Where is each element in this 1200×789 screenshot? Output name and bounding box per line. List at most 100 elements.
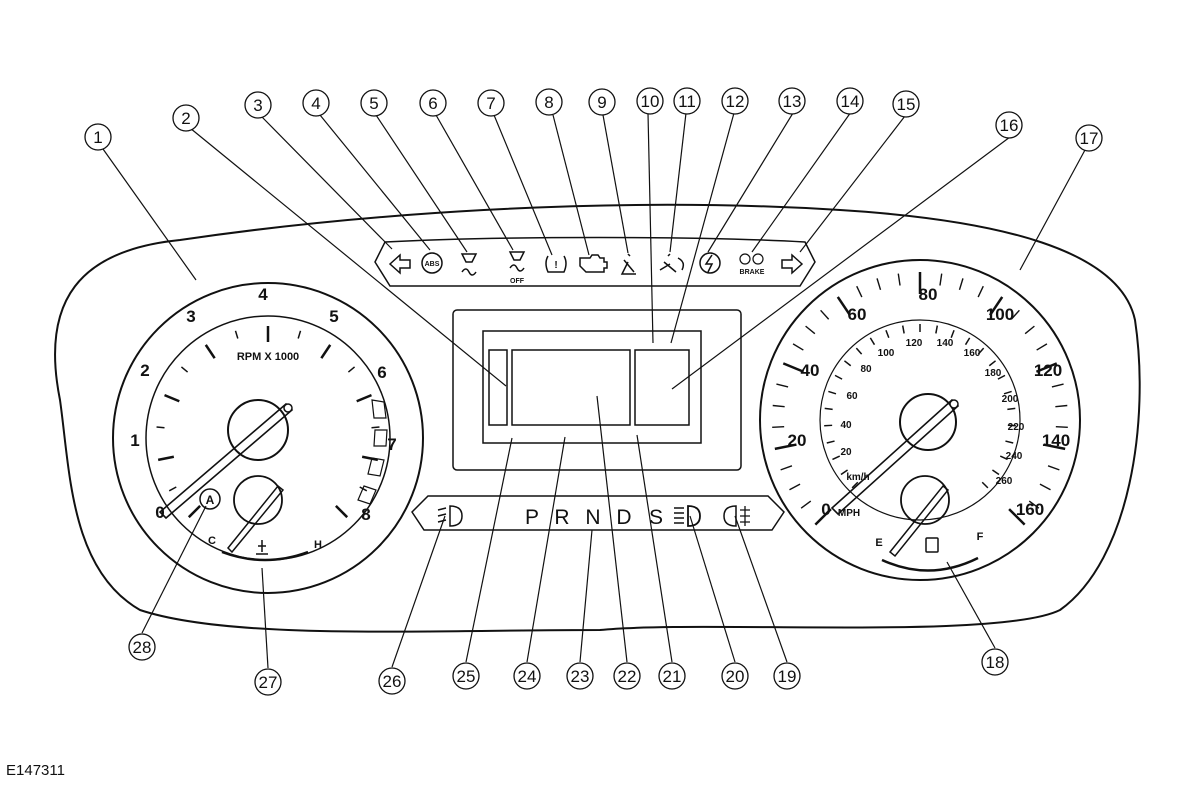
callout-number-12: 12 <box>726 92 745 111</box>
mph-label-20: 20 <box>788 431 807 450</box>
leader-lines <box>103 112 1085 668</box>
auto-start-stop-glyph: A <box>206 493 215 507</box>
speedometer-outer-ring <box>760 260 1080 580</box>
airbag-icon <box>660 254 683 272</box>
temperature-gauge: C H <box>208 476 322 560</box>
callout-number-10: 10 <box>641 92 660 111</box>
speed-tick-inner <box>886 330 889 337</box>
brake-warning-icon: BRAKE <box>740 254 765 276</box>
svg-text:!: ! <box>554 260 557 271</box>
center-display <box>453 310 741 470</box>
callout-number-15: 15 <box>897 95 916 114</box>
speed-tick-outer <box>789 484 800 490</box>
mph-label-100: 100 <box>986 305 1014 324</box>
speed-tick-outer <box>776 384 788 387</box>
engine-check-icon <box>580 255 607 272</box>
tach-tick <box>298 331 300 339</box>
tach-tick <box>371 427 379 428</box>
kmh-label-80: 80 <box>860 364 872 375</box>
kmh-label-120: 120 <box>906 338 923 349</box>
mph-unit-label: MPH <box>838 508 860 519</box>
speed-tick-outer <box>940 274 942 286</box>
speed-tick-inner <box>982 482 988 488</box>
fuel-needle <box>890 486 948 556</box>
cluster-bezel <box>55 205 1140 632</box>
speed-tick-outer <box>1025 326 1034 334</box>
callout-number-17: 17 <box>1080 129 1099 148</box>
callout-number-4: 4 <box>311 94 320 113</box>
callout-number-24: 24 <box>518 667 537 686</box>
display-left-bar <box>489 350 507 425</box>
speed-tick-outer <box>959 278 962 289</box>
fuel-gauge: E F <box>875 476 983 571</box>
tach-tick <box>321 345 330 358</box>
mph-label-0: 0 <box>821 500 830 519</box>
speed-tick-inner <box>951 330 954 337</box>
speed-tick-inner <box>835 375 842 379</box>
callout-number-23: 23 <box>571 667 590 686</box>
abs-label: ABS <box>425 261 440 268</box>
display-main-area <box>512 350 630 425</box>
speed-needle-tip <box>950 400 958 408</box>
tach-tick <box>206 345 215 358</box>
mph-label-80: 80 <box>919 285 938 304</box>
speed-tick-outer <box>877 278 880 289</box>
speed-tick-outer <box>773 405 785 406</box>
callout-number-27: 27 <box>259 673 278 692</box>
stability-control-off-icon: OFF <box>510 252 525 285</box>
tach-label-4: 4 <box>258 285 268 304</box>
tach-tick <box>169 487 176 491</box>
callout-number-9: 9 <box>597 93 606 112</box>
kmh-label-140: 140 <box>937 338 954 349</box>
headlamp-icon <box>674 506 700 526</box>
tach-tick <box>158 457 174 460</box>
tach-redline-band <box>358 400 387 504</box>
kmh-label-40: 40 <box>840 420 852 431</box>
tach-label-3: 3 <box>186 307 195 326</box>
speed-tick-inner <box>1007 408 1015 409</box>
speed-tick-inner <box>966 338 970 345</box>
stability-control-icon <box>462 254 476 275</box>
tachometer: 0 1 2 3 4 5 6 7 8 RPM X 1000 A <box>113 283 423 593</box>
speed-tick-outer <box>801 501 811 508</box>
callout-number-11: 11 <box>678 92 696 111</box>
callout-number-21: 21 <box>663 667 682 686</box>
kmh-label-100: 100 <box>878 348 895 359</box>
speed-tick-inner <box>828 391 836 393</box>
temp-needle <box>228 486 283 552</box>
speed-tick-outer <box>781 466 792 470</box>
display-right-area <box>635 350 689 425</box>
kmh-label-20: 20 <box>840 447 852 458</box>
callout-number-16: 16 <box>1000 116 1019 135</box>
tach-label-6: 6 <box>377 363 386 382</box>
figure-reference-code: E147311 <box>6 762 65 779</box>
callout-number-3: 3 <box>253 96 262 115</box>
gear-p: P <box>525 506 539 529</box>
callout-number-6: 6 <box>428 94 437 113</box>
temp-hot-label: H <box>314 539 322 551</box>
speed-tick-inner <box>992 470 999 475</box>
callout-number-18: 18 <box>986 653 1005 672</box>
tach-label-8: 8 <box>361 505 370 524</box>
speed-tick-outer <box>898 274 900 286</box>
speed-tick-outer <box>1037 344 1047 350</box>
speed-tick-inner <box>827 441 835 443</box>
callout-number-25: 25 <box>457 667 476 686</box>
tach-tick <box>235 331 237 339</box>
callout-number-5: 5 <box>369 94 378 113</box>
speed-tick-outer <box>772 427 784 428</box>
callout-number-1: 1 <box>93 128 102 147</box>
kmh-label-200: 200 <box>1002 394 1019 405</box>
speed-tick-outer <box>857 286 862 297</box>
speed-tick-outer <box>806 326 815 334</box>
callout-number-2: 2 <box>181 109 190 128</box>
fuel-empty-label: E <box>875 537 882 549</box>
display-inner-frame <box>483 331 701 443</box>
speed-tick-outer <box>821 310 829 319</box>
callout-number-22: 22 <box>618 667 637 686</box>
speed-tick-outer <box>1055 405 1067 406</box>
tach-label-7: 7 <box>387 435 396 454</box>
speed-tick-inner <box>825 408 833 409</box>
